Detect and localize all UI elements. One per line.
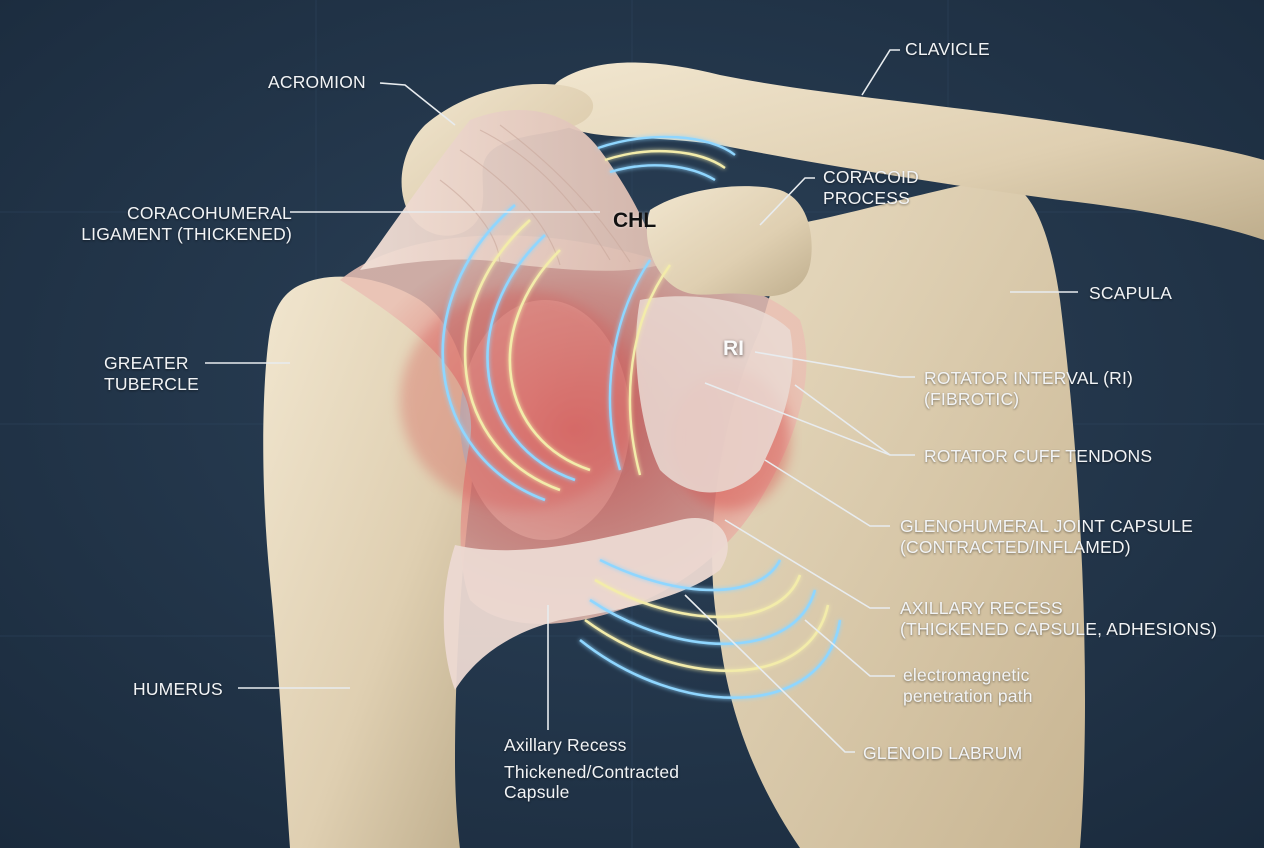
leader-lines	[205, 49, 1078, 753]
electromagnetic-waves	[441, 135, 842, 699]
chl-tag: CHL	[613, 209, 657, 232]
leader-glenoid	[684, 594, 855, 753]
label-coracohumeral-ligament: CORACOHUMERAL LIGAMENT (THICKENED)	[81, 203, 292, 244]
coracohumeral-ligament	[360, 110, 660, 271]
axillary-recess-band	[443, 518, 728, 690]
label-scapula: SCAPULA	[1089, 283, 1173, 303]
label-humerus: HUMERUS	[133, 679, 223, 699]
label-axillary-recess-bottom: Axillary Recess Thickened/Contracted Cap…	[504, 735, 680, 802]
label-clavicle: CLAVICLE	[905, 39, 990, 59]
leader-acromion	[379, 82, 456, 126]
label-coracoid-process: CORACOID PROCESS	[823, 167, 919, 208]
label-acromion: ACROMION	[268, 72, 366, 92]
label-greater-tubercle: GREATER TUBERCLE	[104, 353, 199, 394]
leader-gh-capsule	[764, 459, 890, 527]
label-em-path: electromagnetic penetration path	[903, 665, 1033, 706]
label-rotator-cuff-tendons: ROTATOR CUFF TENDONS	[924, 446, 1153, 466]
label-glenohumeral-capsule: GLENOHUMERAL JOINT CAPSULE (CONTRACTED/I…	[900, 516, 1194, 557]
ri-tag: RI	[723, 337, 744, 360]
coracoid-bone	[646, 186, 812, 297]
leader-coracoid	[759, 177, 815, 226]
leader-em-path	[804, 619, 895, 677]
label-axillary-recess-right: AXILLARY RECESS (THICKENED CAPSULE, ADHE…	[900, 598, 1218, 639]
rotator-interval-tissue	[636, 296, 793, 493]
leader-clavicle	[861, 49, 900, 96]
label-glenoid-labrum: GLENOID LABRUM	[863, 743, 1023, 763]
leader-rotator-cuff-2	[794, 384, 891, 456]
clavicle-bone	[547, 62, 1264, 240]
leader-axillary-right	[724, 519, 890, 609]
label-rotator-interval: ROTATOR INTERVAL (RI) (FIBROTIC)	[924, 368, 1134, 409]
leader-rotator-interval	[754, 351, 915, 378]
